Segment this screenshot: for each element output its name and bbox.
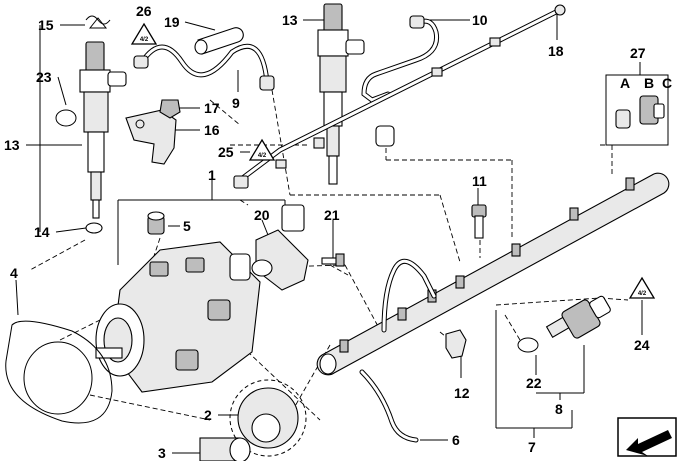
callout-24: 24 (634, 337, 650, 353)
direction-arrow-box (617, 417, 677, 457)
callout-26: 26 (136, 3, 152, 19)
callout-16: 16 (204, 122, 220, 138)
injector-washer (85, 222, 103, 234)
warning-symbol-26: 4/2 (130, 22, 158, 45)
callout-labels: 15 23 13 14 26 19 13 10 18 9 17 16 25 1 … (4, 3, 672, 461)
warning-symbol-24-text: 4/2 (638, 291, 647, 297)
pipe-clip (445, 329, 467, 359)
pipe-sleeve (194, 27, 244, 55)
callout-14: 14 (34, 224, 50, 240)
callout-8: 8 (555, 401, 563, 417)
callout-19: 19 (164, 14, 180, 30)
return-line-connector (375, 125, 395, 147)
injector-bracket (125, 109, 177, 165)
injector-clip (85, 15, 111, 25)
callout-1: 1 (208, 167, 216, 183)
high-pressure-pump (95, 241, 261, 393)
callout-4: 4 (10, 265, 18, 281)
return-line (233, 4, 566, 189)
fuel-rail (316, 172, 670, 376)
injector-top (317, 3, 365, 185)
callout-11: 11 (472, 173, 487, 189)
callout-15: 15 (38, 17, 54, 33)
callout-7: 7 (528, 439, 536, 455)
callout-5: 5 (183, 218, 191, 234)
callout-13-top: 13 (282, 12, 298, 28)
callout-21: 21 (324, 207, 340, 223)
injector-seal-ring (55, 109, 77, 127)
sensor-seal-ring (517, 337, 539, 353)
leader-lines (15, 12, 669, 454)
callout-B: B (644, 75, 654, 91)
pump-gasket (5, 320, 113, 424)
warning-symbol-25: 4/2 (248, 138, 276, 161)
injection-pipe-9 (133, 43, 275, 91)
direction-arrow-icon (626, 430, 672, 456)
callout-3: 3 (158, 445, 166, 461)
fuel-pipe-6 (359, 369, 419, 443)
bracket-nut (159, 99, 181, 119)
leak-oil-line (361, 15, 440, 103)
warning-symbol-25-text: 4/2 (258, 153, 267, 159)
callout-18: 18 (548, 43, 564, 59)
callout-C: C (662, 75, 672, 91)
callout-17: 17 (204, 100, 220, 116)
callout-10: 10 (472, 12, 488, 28)
pressure-regulator (251, 204, 309, 291)
regulator-screw (321, 253, 345, 267)
callout-25: 25 (218, 144, 234, 160)
warning-symbol-26-text: 4/2 (140, 37, 149, 43)
callout-23: 23 (36, 69, 52, 85)
callout-2: 2 (204, 407, 212, 423)
callout-6: 6 (452, 432, 460, 448)
callout-A: A (620, 75, 630, 91)
gear-hub (199, 437, 251, 461)
warning-symbol-24: 4/2 (628, 276, 656, 299)
callout-20: 20 (254, 207, 270, 223)
callout-27: 27 (630, 45, 646, 61)
pump-gear (229, 379, 307, 457)
callout-22: 22 (526, 375, 542, 391)
rail-feed-pipe (381, 258, 437, 333)
rail-bolt (471, 204, 487, 239)
pump-cap (147, 211, 165, 235)
injector-left (79, 17, 127, 219)
callout-9: 9 (232, 95, 240, 111)
valve-kit (615, 95, 665, 129)
callout-12: 12 (454, 385, 470, 401)
callout-13-left: 13 (4, 137, 20, 153)
pressure-sensor (545, 295, 611, 339)
